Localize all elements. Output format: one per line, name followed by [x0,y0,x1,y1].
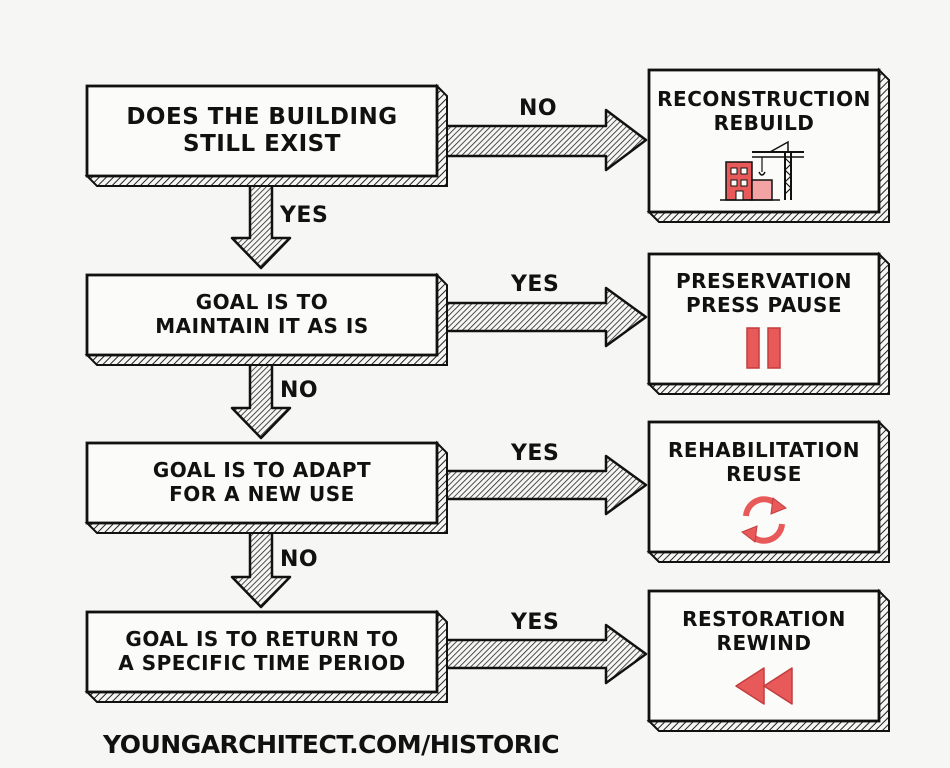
crane-building-icon [720,140,804,201]
question-1: DOES THE BUILDING STILL EXIST [87,86,437,176]
rewind-icon [735,667,793,705]
edge-right-1 [435,108,648,172]
question-box-4 [84,609,448,703]
question-2: GOAL IS TO MAINTAIN IT AS IS [87,275,437,355]
result-4-subtitle: REWIND [716,631,812,655]
edge-down-2-label: NO [280,378,319,403]
result-2-subtitle: PRESS PAUSE [685,293,843,317]
result-4: RESTORATION REWIND [649,602,879,662]
result-1: RECONSTRUCTION REBUILD [649,82,879,142]
cycle-arrows-icon [740,496,788,544]
edge-right-3-label: YES [511,441,560,466]
question-1-line-1: DOES THE BUILDING [126,103,398,130]
result-3-title: REHABILITATION [668,438,860,463]
edge-right-2 [435,286,648,348]
footer-url: YOUNGARCHITECT.COM/HISTORIC [103,730,560,759]
question-box-2 [84,272,448,366]
question-3: GOAL IS TO ADAPT FOR A NEW USE [87,443,437,523]
result-3-subtitle: REUSE [726,462,802,486]
result-1-title: RECONSTRUCTION [657,87,871,112]
result-1-subtitle: REBUILD [713,111,815,135]
edge-right-4 [435,623,648,685]
result-3: REHABILITATION REUSE [649,433,879,493]
pause-icon [746,327,781,369]
result-4-title: RESTORATION [682,607,846,632]
question-4-line-1: GOAL IS TO RETURN TO [125,627,399,652]
edge-right-2-label: YES [511,272,560,297]
edge-down-3-label: NO [280,547,319,572]
result-box-2 [646,251,890,395]
question-3-line-1: GOAL IS TO ADAPT [152,458,372,483]
result-box-3 [646,419,890,563]
question-1-line-2: STILL EXIST [183,131,341,157]
result-2-title: PRESERVATION [675,269,853,294]
question-2-line-1: GOAL IS TO [195,290,329,315]
edge-down-1 [230,176,292,270]
question-3-line-2: FOR A NEW USE [169,482,355,506]
question-box-1 [84,83,448,187]
edge-right-1-label: NO [519,96,558,121]
edge-right-4-label: YES [511,610,560,635]
edge-right-3 [435,454,648,516]
question-4: GOAL IS TO RETURN TO A SPECIFIC TIME PER… [87,612,437,692]
edge-down-1-label: YES [280,203,329,228]
result-2: PRESERVATION PRESS PAUSE [649,264,879,324]
question-2-line-2: MAINTAIN IT AS IS [155,314,369,338]
question-box-3 [84,440,448,534]
question-4-line-2: A SPECIFIC TIME PERIOD [118,651,406,675]
